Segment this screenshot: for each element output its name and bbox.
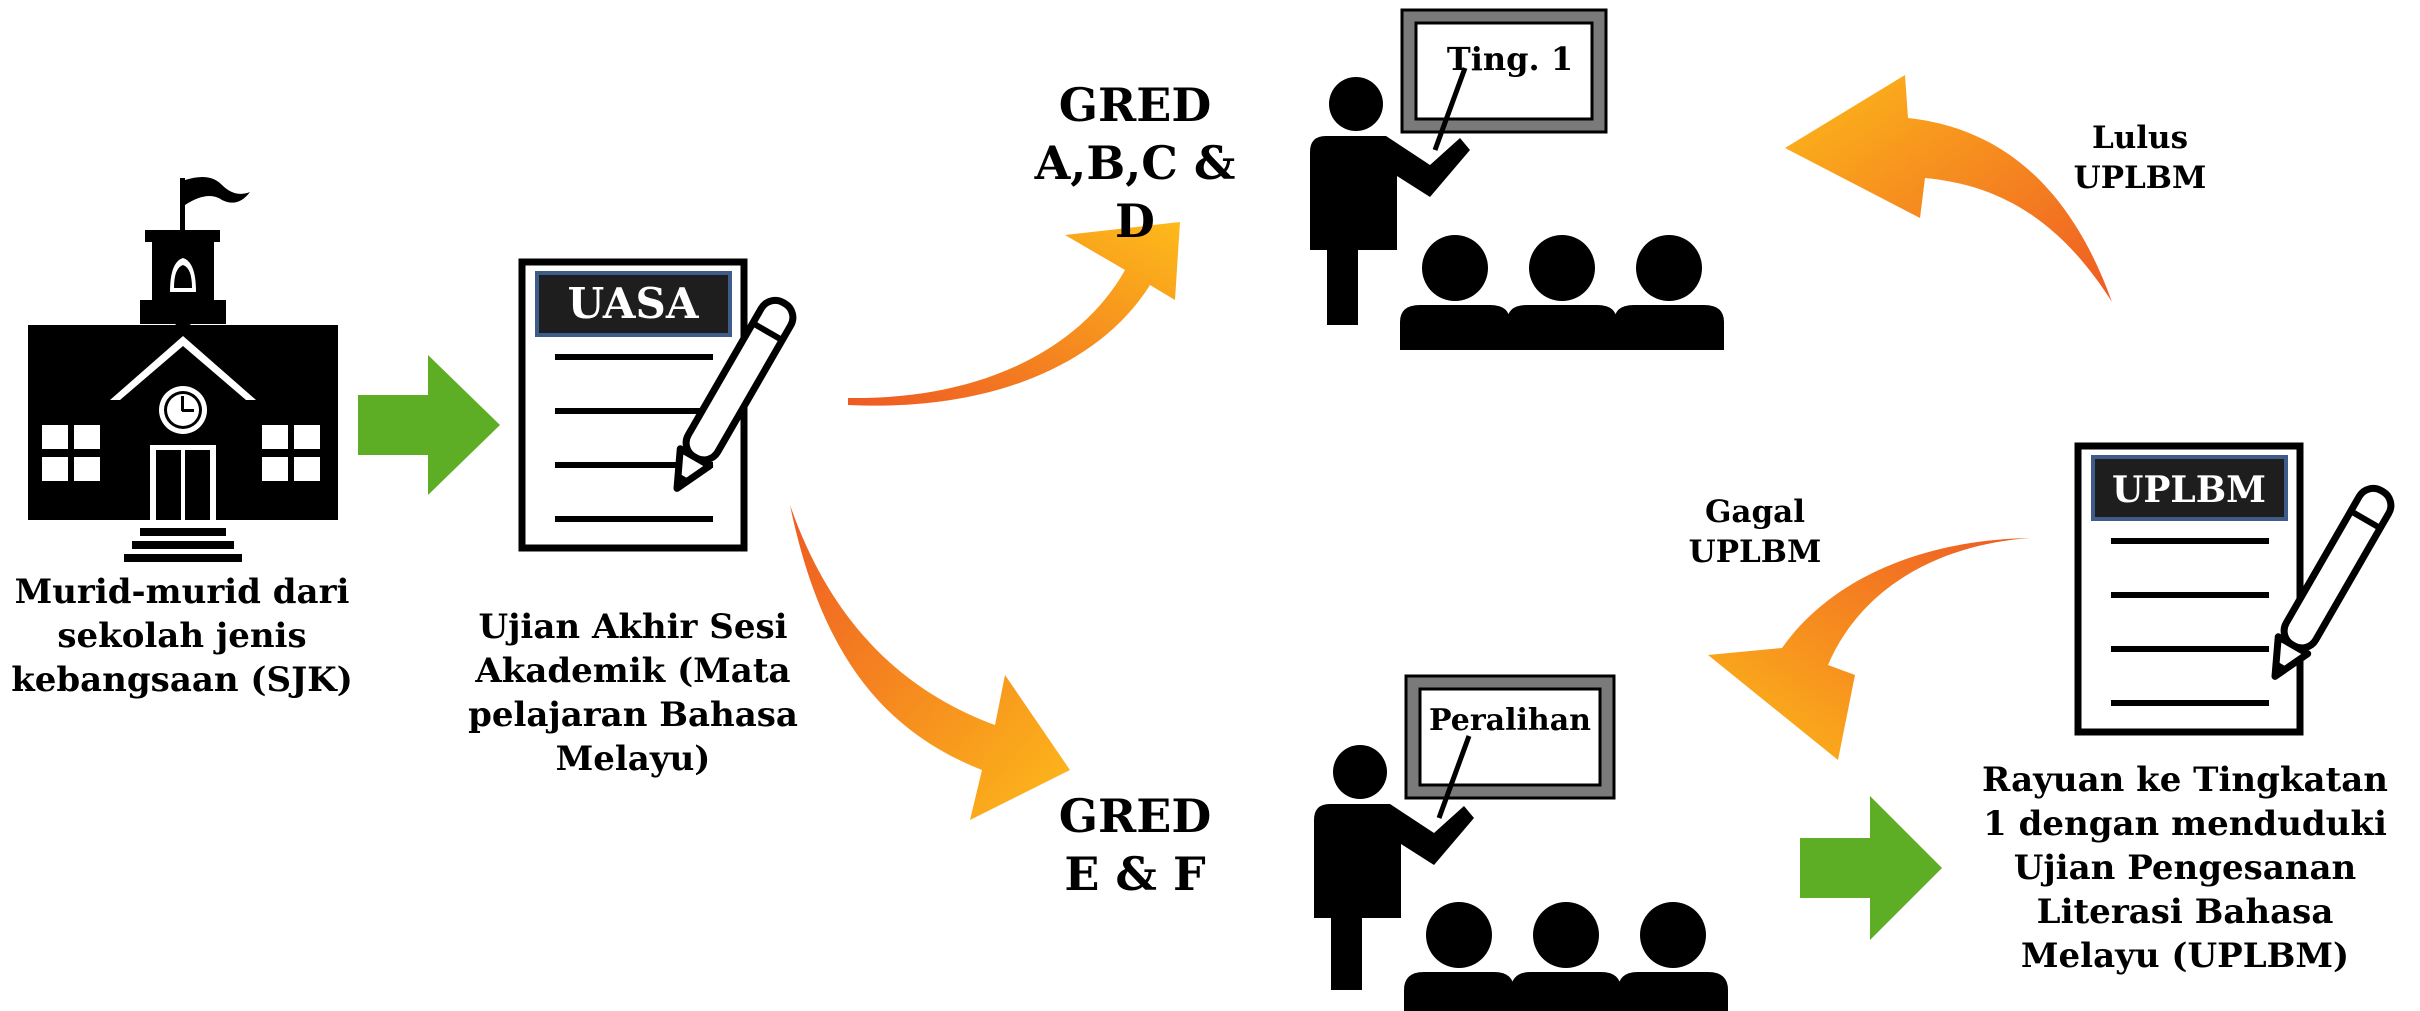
classroom-bottom-icon <box>1314 674 1728 1011</box>
uplbm-header-text: UPLBM <box>2112 469 2266 511</box>
curved-arrow-gagal-icon <box>1708 538 2030 760</box>
gred-fail-line1: GRED <box>1058 789 1212 843</box>
uasa-header-text: UASA <box>568 279 700 328</box>
gagal-label: Gagal UPLBM <box>1655 492 1855 572</box>
board-text-ting1: Ting. 1 <box>1447 40 1573 78</box>
uplbm-caption: Rayuan ke Tingkatan 1 dengan menduduki U… <box>1982 760 2388 976</box>
lulus-line2: UPLBM <box>2073 160 2207 196</box>
curved-arrow-down-icon <box>790 505 1070 820</box>
curved-arrow-up-icon <box>848 222 1180 406</box>
classroom-top-icon <box>1310 8 1724 350</box>
gred-fail-line2: E & F <box>1064 847 1206 901</box>
school-caption: Murid-murid dari sekolah jenis kebangsaa… <box>11 572 353 700</box>
pencil-icon <box>673 296 797 492</box>
gagal-line1: Gagal <box>1704 494 1806 530</box>
gred-pass-label: GRED A,B,C & D <box>1010 76 1260 250</box>
pencil-icon <box>2271 484 2395 680</box>
gred-pass-line1: GRED <box>1058 78 1212 132</box>
uasa-caption: Ujian Akhir Sesi Akademik (Mata pelajara… <box>468 607 798 779</box>
gred-fail-label: GRED E & F <box>1010 787 1260 903</box>
gred-pass-line2: A,B,C & D <box>1034 136 1236 248</box>
school-icon <box>28 176 338 562</box>
lulus-line1: Lulus <box>2091 120 2189 156</box>
green-arrow-right-icon <box>358 355 500 495</box>
uplbm-exam-sheet-icon <box>2074 442 2304 736</box>
green-arrow-right-icon <box>1800 796 1942 940</box>
gagal-line2: UPLBM <box>1688 534 1822 570</box>
curved-arrow-lulus-icon <box>1785 75 2112 302</box>
lulus-label: Lulus UPLBM <box>2040 118 2240 198</box>
board-text-peralihan: Peralihan <box>1429 703 1591 738</box>
